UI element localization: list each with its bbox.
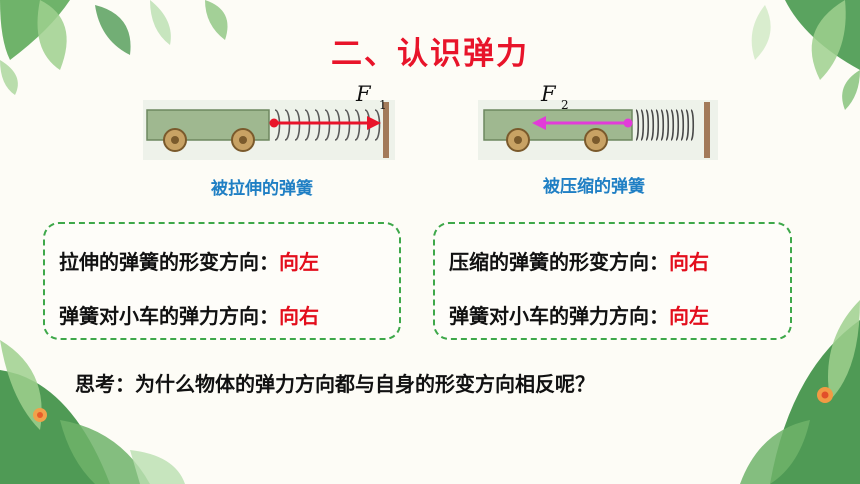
stretched-spring-caption: 被拉伸的弹簧 [211,179,313,199]
force-subscript-2: 2 [561,98,569,112]
leaf-decoration-bottom-right [740,300,860,484]
compressed-force-label: 弹簧对小车的弹力方向： [449,304,669,328]
stretched-deformation-value: 向左 [279,250,319,274]
compressed-spring-info-box: 压缩的弹簧的形变方向：向右 弹簧对小车的弹力方向：向左 [433,222,792,340]
stretched-force-label: 弹簧对小车的弹力方向： [59,304,279,328]
stretched-deformation-label: 拉伸的弹簧的形变方向： [59,250,279,274]
force-label-f1: F [356,82,371,106]
compressed-spring-diagram [478,100,718,160]
leaf-decoration-top-right [751,0,860,110]
slide-title: 二、认识弹力 [331,36,529,72]
cart-body [483,109,633,141]
compressed-force-line: 弹簧对小车的弹力方向：向左 [449,300,709,329]
spring-coils [635,109,695,141]
wall [704,102,710,158]
compressed-force-value: 向左 [669,304,709,328]
compressed-deformation-label: 压缩的弹簧的形变方向： [449,250,669,274]
stretched-spring-info-box: 拉伸的弹簧的形变方向：向左 弹簧对小车的弹力方向：向右 [43,222,401,340]
wall [383,102,389,158]
compressed-deformation-value: 向右 [669,250,709,274]
thinking-question: 思考：为什么物体的弹力方向都与自身的形变方向相反呢？ [75,372,595,396]
leaf-decoration-top-left [0,0,228,95]
leaf-decoration-bottom-left [0,340,185,484]
compressed-spring-caption: 被压缩的弹簧 [543,177,645,197]
force-label-f2: F [541,82,556,106]
stretched-force-value: 向右 [279,304,319,328]
stretched-deformation-line: 拉伸的弹簧的形变方向：向左 [59,246,319,275]
force-subscript-1: 1 [379,98,387,112]
stretched-spring-diagram [143,100,395,160]
stretched-force-line: 弹簧对小车的弹力方向：向右 [59,300,319,329]
compressed-deformation-line: 压缩的弹簧的形变方向：向右 [449,246,709,275]
